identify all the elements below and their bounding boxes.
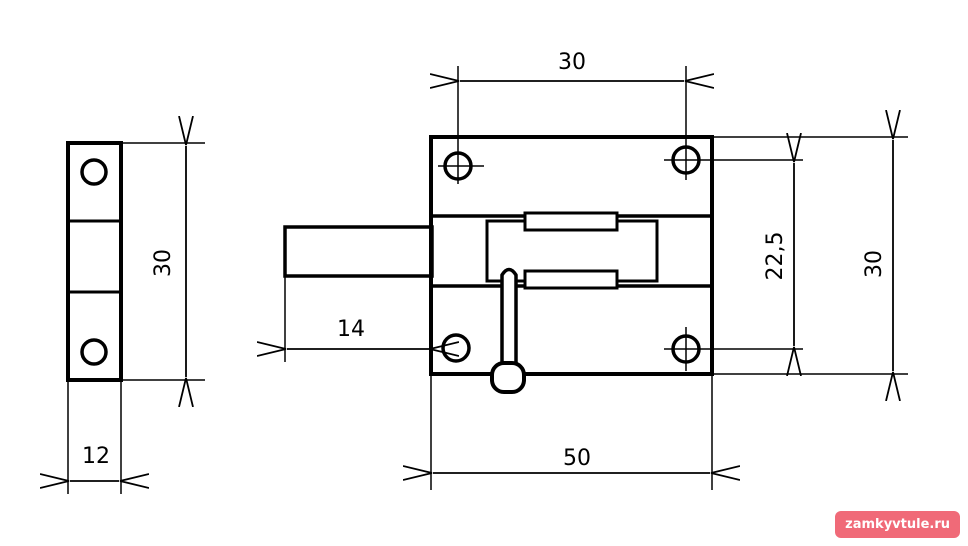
handle-knob — [490, 361, 526, 394]
slot-guide-top — [523, 211, 619, 232]
bolt — [283, 225, 434, 278]
body-outline — [429, 135, 714, 376]
dimension-label-body-height: 30 — [862, 250, 887, 278]
dimension-label-bolt-length: 14 — [337, 317, 365, 342]
watermark-badge: zamkyvtule.ru — [835, 511, 960, 538]
side-view-hole-bottom — [80, 338, 108, 366]
side-view-outline — [66, 141, 123, 382]
handle-stem — [500, 267, 518, 372]
dimension-label-hole-spacing: 22,5 — [763, 232, 788, 281]
side-view: 30 12 — [68, 143, 205, 494]
dimension-label-top-spacing: 30 — [558, 50, 586, 75]
dimension-label-side-height: 30 — [151, 249, 176, 277]
side-view-hole-top — [80, 158, 108, 186]
slot-guide-bottom — [523, 269, 619, 290]
dimension-label-side-width: 12 — [82, 444, 110, 469]
mounting-hole-bottom-left — [441, 333, 471, 363]
front-view: 30 14 22,5 30 50 — [285, 50, 908, 490]
dimension-label-body-width: 50 — [563, 446, 591, 471]
